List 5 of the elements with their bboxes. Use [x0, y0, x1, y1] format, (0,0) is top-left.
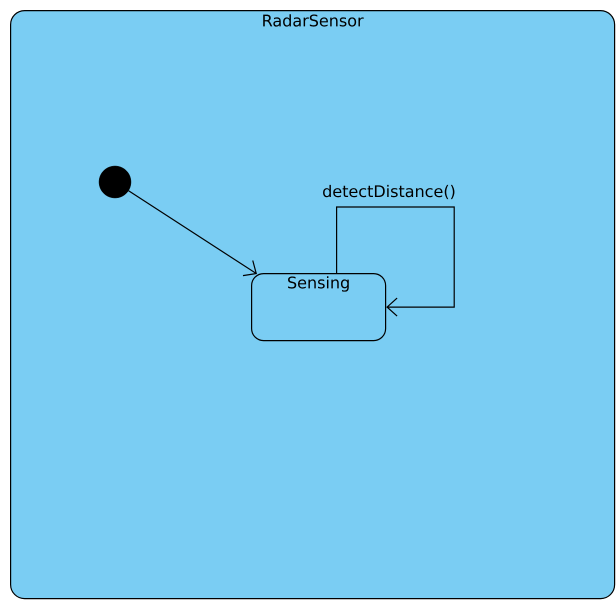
edge-label: detectDistance() — [321, 184, 457, 200]
initial-state-dot — [98, 166, 132, 198]
arrow — [128, 190, 257, 276]
arrow — [336, 206, 455, 317]
state-box: Sensing — [251, 273, 386, 342]
